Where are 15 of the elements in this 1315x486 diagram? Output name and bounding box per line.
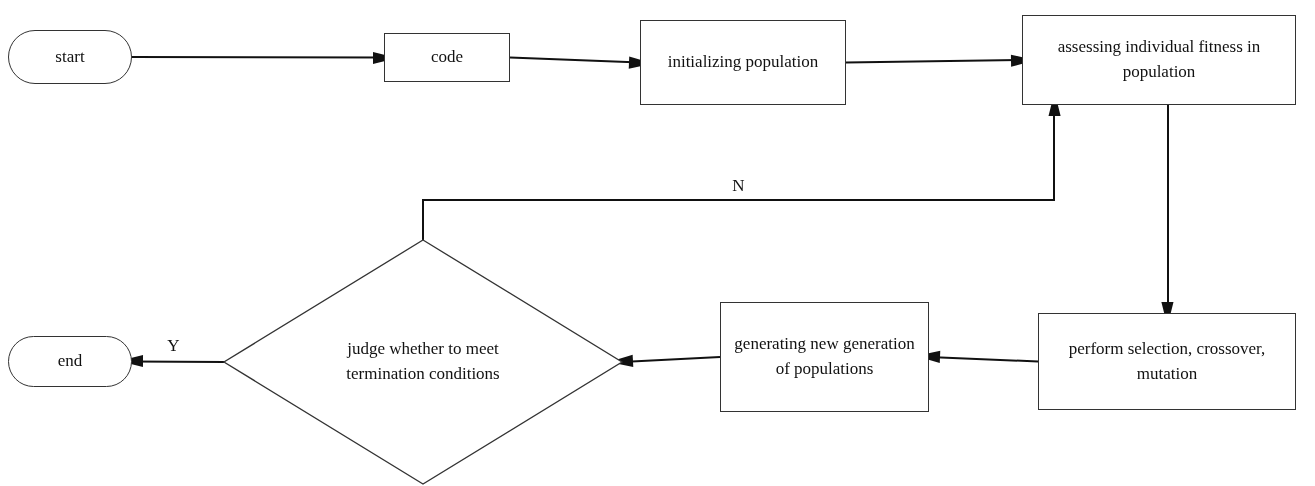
node-label: perform selection, crossover, mutation [1067,337,1267,385]
node-label: judge whether to meet termination conditions [345,338,501,385]
process-box [1022,15,1296,105]
terminal-pill [8,336,132,387]
node-label: start [54,45,86,68]
terminal-pill [8,30,132,84]
node-label: assessing individual fitness in population [1056,36,1262,83]
process-box [1038,313,1296,410]
process-box [720,302,929,412]
process-box [384,33,510,82]
process-box [640,20,846,105]
node-label: initializing population [666,51,820,74]
node-label: generating new generation of populations [733,333,916,380]
node-label: code [429,46,465,69]
node-label: end [56,350,84,373]
